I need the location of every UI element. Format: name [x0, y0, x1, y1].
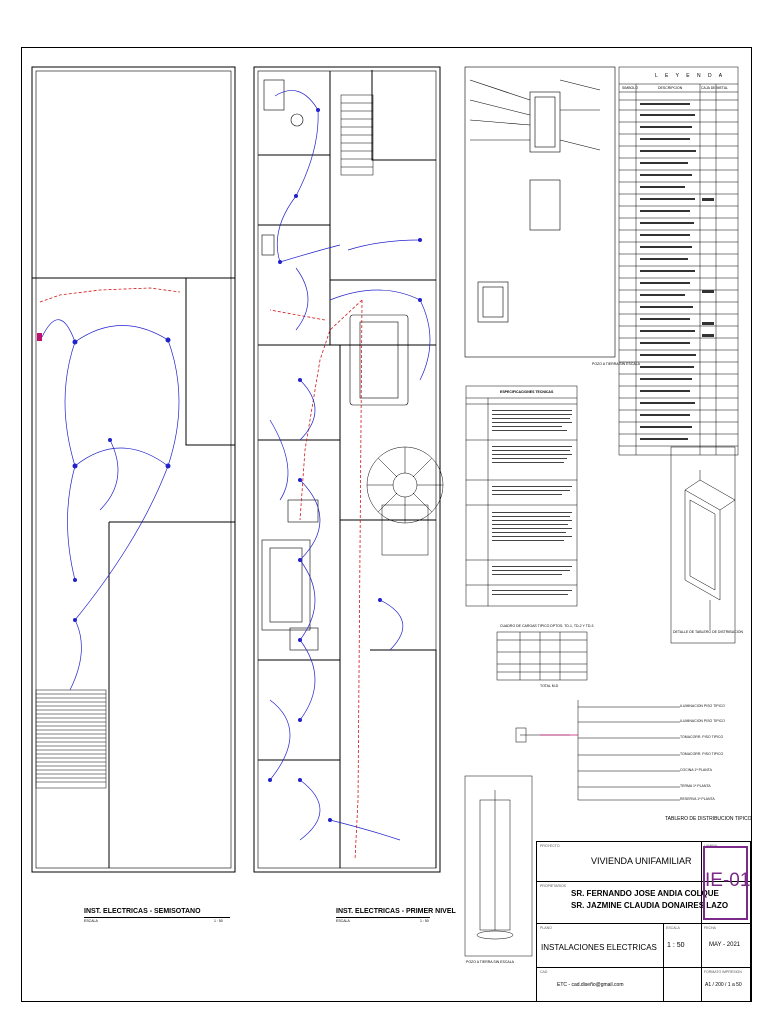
tb-propietario-2: SR. JAZMINE CLAUDIA DONAIRES LAZO — [571, 901, 729, 910]
specs-table — [465, 385, 578, 607]
primer-nivel-wiring — [269, 90, 431, 841]
tb-formato-label: FORMATO IMPRESION — [704, 970, 742, 974]
specs-text-lines — [492, 410, 572, 595]
drawing-sheet — [21, 47, 752, 1002]
circuit-label: TOMACORR. PISO TIPICO — [680, 752, 724, 756]
primer-nivel-caption-rule — [336, 917, 430, 918]
semisotano-scale-label: ESCALA — [84, 919, 98, 923]
loads-title: CUADRO DE CARGAS TIPICO DPTOS. TD-1, TD-… — [500, 624, 594, 628]
legend-col-descripcion: DESCRIPCION — [658, 86, 683, 90]
circuit-label: TOMACORR. PISO TIPICO — [680, 735, 724, 739]
primer-nivel-feeder — [269, 299, 363, 861]
single-line-diagram — [515, 700, 680, 801]
tb-lamina-box — [703, 846, 748, 920]
primer-nivel-fixtures — [268, 108, 422, 822]
tb-proyecto-value: VIVIENDA UNIFAMILIAR — [591, 856, 692, 866]
spiral-stairs — [366, 446, 444, 556]
loads-total: TOTAL M.D — [540, 684, 559, 688]
tb-lamina-value: IE-01 — [705, 870, 751, 891]
circuit-label: TERMA 1ª PLANTA — [680, 784, 711, 788]
tb-propietario-1: SR. FERNANDO JOSE ANDIA COLQUE — [571, 889, 719, 898]
tablero-detail-caption: DETALLE DE TABLERO DE DISTRIBUCION — [673, 630, 744, 634]
tb-plano-value: INSTALACIONES ELECTRICAS — [541, 943, 657, 952]
upper-stairs — [340, 94, 374, 176]
tb-fecha-label: FECHA — [704, 926, 716, 930]
semisotano-stairs — [35, 689, 107, 789]
legend-col-simbolo: SIMBOLO — [622, 86, 638, 90]
legend-rows — [640, 103, 714, 440]
pozo-caption-top: POZO A TIERRA SIN ESCALA — [592, 362, 640, 366]
tb-proyecto-label: PROYECTO — [540, 844, 560, 848]
tb-propietarios-label: PROPIETARIOS — [540, 884, 566, 888]
semisotano-panel-icon — [37, 333, 42, 341]
legend-col-caja: CAJA DE METAL — [701, 86, 728, 90]
tb-email-value: ETC - cad.diseño@gmail.com — [557, 982, 624, 988]
tb-escala-label: ESCALA — [666, 926, 680, 930]
furniture — [261, 79, 409, 651]
switch-detail — [464, 66, 616, 358]
pozo-caption-bottom: POZO A TIERRA SIN ESCALA — [466, 960, 514, 964]
semisotano-caption: INST. ELECTRICAS - SEMISOTANO — [84, 908, 201, 915]
tb-email-label: CAD — [540, 970, 548, 974]
pozo-tierra — [464, 775, 533, 957]
circuit-label: ILUMINACION PISO TIPICO — [680, 719, 725, 723]
primer-nivel-scale-label: ESCALA — [336, 919, 350, 923]
semisotano-caption-rule — [84, 917, 230, 918]
legend-title: L E Y E N D A — [655, 73, 726, 79]
tb-formato-value: A1 / 200 / 1 a 50 — [705, 982, 742, 988]
title-block: PROYECTO VIVIENDA UNIFAMILIAR PROPIETARI… — [536, 841, 751, 1002]
legend-table — [618, 66, 739, 456]
loads-table — [496, 631, 588, 681]
tb-fecha-value: MAY - 2021 — [709, 942, 741, 948]
diagram-caption: TABLERO DE DISTRIBUCION TIPICO — [665, 816, 752, 822]
semisotano-scale-value: 1 : 50 — [214, 919, 223, 923]
circuit-label: COCINA 1ª PLANTA — [680, 768, 712, 772]
circuit-label: RESERVA 1ª PLANTA — [680, 797, 715, 801]
tablero-isometric — [670, 446, 736, 644]
tb-plano-label: PLANO — [540, 926, 552, 930]
primer-nivel-scale-value: 1 : 50 — [420, 919, 429, 923]
specs-title: ESPECIFICACIONES TECNICAS — [500, 390, 554, 394]
semisotano-feeder — [39, 287, 181, 303]
semisotano-wiring — [41, 319, 180, 691]
semisotano-fixtures — [72, 337, 171, 622]
circuit-label: ILUMINACION PISO TIPICO — [680, 704, 725, 708]
tb-escala-value: 1 : 50 — [667, 942, 685, 949]
primer-nivel-caption: INST. ELECTRICAS - PRIMER NIVEL — [336, 908, 456, 915]
